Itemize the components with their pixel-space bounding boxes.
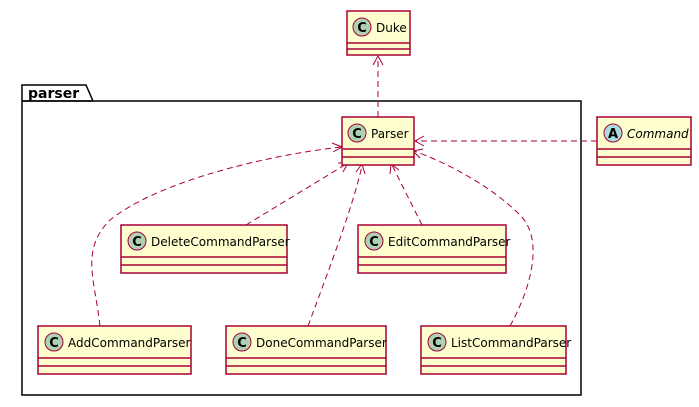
class-name-addcommandparser: AddCommandParser <box>68 336 191 350</box>
svg-text:A: A <box>608 127 618 142</box>
class-name-command: Command <box>627 127 689 141</box>
package-name: parser <box>28 86 79 102</box>
svg-text:C: C <box>237 336 247 351</box>
class-icon <box>44 332 64 352</box>
class-command[interactable]: A Command <box>596 116 692 166</box>
class-name-parser: Parser <box>371 127 409 141</box>
class-icon <box>127 231 147 251</box>
class-icon <box>352 17 372 37</box>
arrowhead <box>413 135 425 147</box>
class-parser[interactable]: C Parser <box>341 116 415 166</box>
abstract-class-icon <box>603 123 623 143</box>
class-icon <box>364 231 384 251</box>
dependency-donecommandparser-to-parser <box>307 165 363 327</box>
svg-text:C: C <box>352 127 362 142</box>
dependency-addcommandparser-to-parser <box>91 146 342 327</box>
class-icon <box>427 332 447 352</box>
class-name-duke: Duke <box>376 21 407 35</box>
svg-text:C: C <box>132 235 142 250</box>
class-donecommandparser[interactable]: C DoneCommandParser <box>225 325 387 375</box>
package-tab <box>21 84 94 102</box>
class-deletecommandparser[interactable]: C DeleteCommandParser <box>120 224 290 274</box>
class-name-deletecommandparser: DeleteCommandParser <box>151 235 290 249</box>
class-name-listcommandparser: ListCommandParser <box>451 336 571 350</box>
class-listcommandparser[interactable]: C ListCommandParser <box>420 325 571 375</box>
class-name-donecommandparser: DoneCommandParser <box>256 336 387 350</box>
class-editcommandparser[interactable]: C EditCommandParser <box>357 224 511 274</box>
arrowhead <box>372 54 384 66</box>
class-duke[interactable]: C Duke <box>346 10 411 56</box>
svg-text:C: C <box>357 21 367 36</box>
dependency-editcommandparser-to-parser <box>391 164 423 226</box>
svg-text:C: C <box>432 336 442 351</box>
class-name-editcommandparser: EditCommandParser <box>388 235 511 249</box>
class-icon <box>347 123 367 143</box>
svg-text:C: C <box>369 235 379 250</box>
class-addcommandparser[interactable]: C AddCommandParser <box>37 325 192 375</box>
class-icon <box>232 332 252 352</box>
svg-text:C: C <box>49 336 59 351</box>
